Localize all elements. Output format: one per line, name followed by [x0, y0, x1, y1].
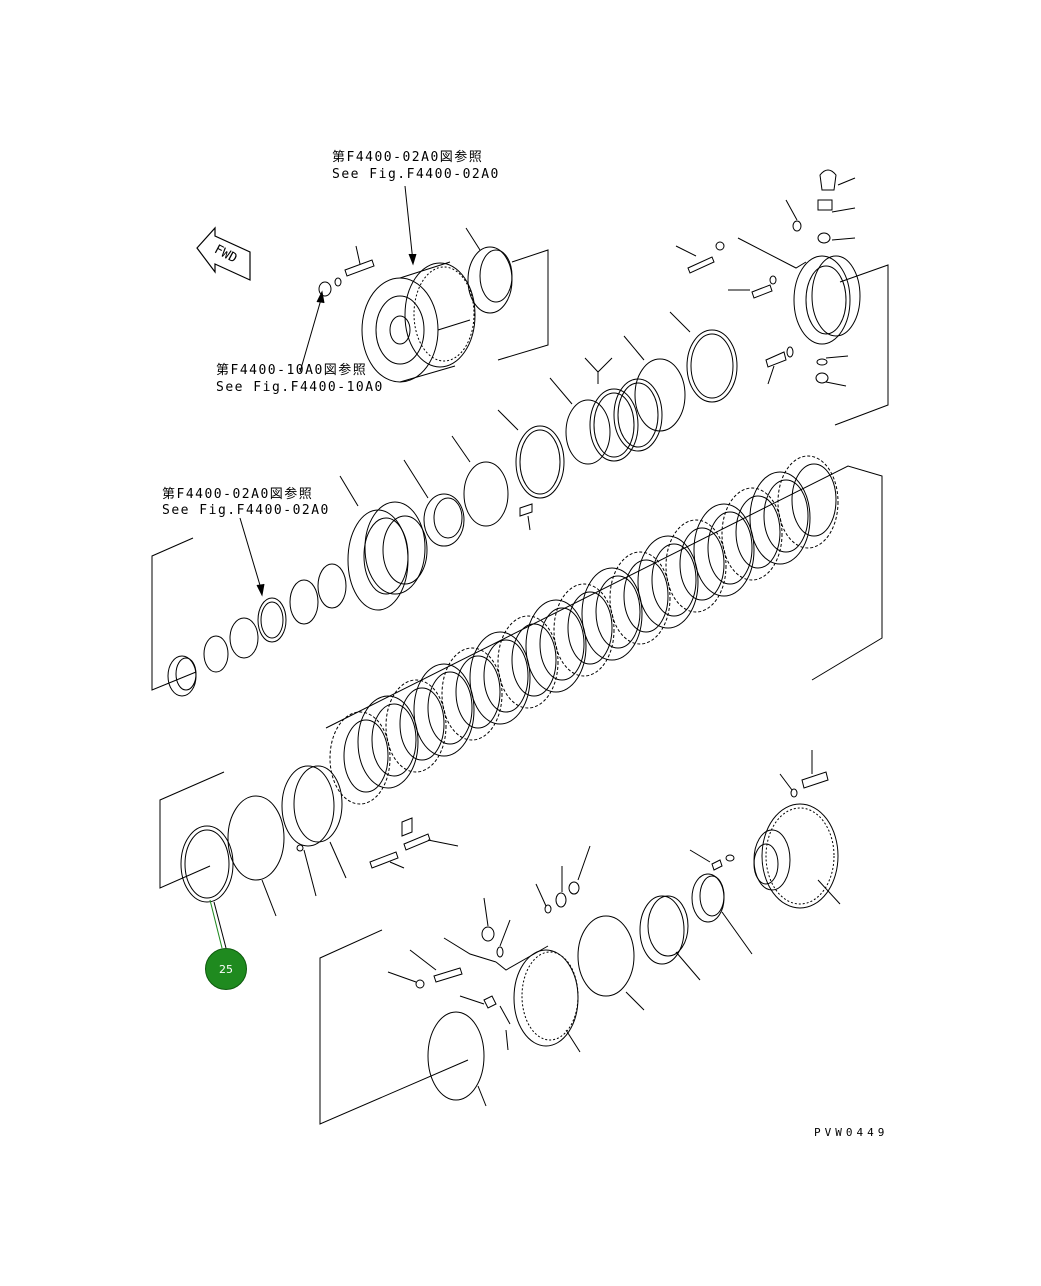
- piston-seals: [181, 766, 458, 948]
- clutch-plate: [722, 488, 782, 580]
- clutch-plate: [330, 712, 390, 804]
- reference-note-jp: 第F4400-02A0図参照: [332, 150, 484, 165]
- bolt: [345, 246, 374, 276]
- clutch-plate-stack: [330, 456, 838, 804]
- callout-number: 25: [219, 962, 233, 976]
- clutch-plate-inner: [652, 544, 696, 616]
- reference-leader: [240, 518, 262, 592]
- clutch-plate: [666, 520, 726, 612]
- clutch-plate-inner: [540, 608, 584, 680]
- nut: [319, 282, 331, 296]
- drawing-number: PVW0449: [814, 1126, 889, 1139]
- clutch-plate-inner: [596, 576, 640, 648]
- clutch-plate-inner: [512, 624, 556, 696]
- clutch-plate: [610, 552, 670, 644]
- group-bracket: [498, 250, 548, 360]
- leader-arrowhead: [257, 584, 264, 595]
- clutch-plate: [554, 584, 614, 676]
- clutch-plate-inner: [708, 512, 752, 584]
- seal-rings: [452, 312, 737, 530]
- group-bracket: [160, 772, 224, 888]
- clutch-plate-inner: [400, 688, 444, 760]
- clutch-plate-inner: [764, 480, 808, 552]
- plate-stack-bracket: [326, 466, 882, 728]
- snap-rings: [168, 564, 346, 696]
- clutch-plate-inner: [428, 672, 472, 744]
- reference-note-en: See Fig.F4400-02A0: [332, 167, 500, 182]
- reference-note-jp: 第F4400-10A0図参照: [216, 363, 368, 378]
- clutch-plate-inner: [344, 720, 388, 792]
- reference-note-jp: 第F4400-02A0図参照: [162, 487, 314, 502]
- clutch-case: [794, 256, 860, 344]
- clutch-plate-inner: [568, 592, 612, 664]
- clutch-plate-inner: [372, 704, 416, 776]
- leader-arrowhead: [409, 254, 416, 264]
- clutch-plate-inner: [624, 560, 668, 632]
- fittings: [676, 170, 855, 386]
- clutch-plate: [386, 680, 446, 772]
- clutch-plate-inner: [456, 656, 500, 728]
- clutch-plate: [526, 600, 586, 692]
- reference-leader: [300, 296, 322, 372]
- lower-case: [388, 898, 580, 1106]
- clutch-plate-inner: [680, 528, 724, 600]
- clutch-plate: [750, 472, 810, 564]
- callout-leader: [210, 900, 222, 948]
- fwd-arrow-icon: FWD: [197, 228, 250, 280]
- carrier-housing: [362, 262, 475, 382]
- ring-gear-group: [536, 750, 840, 1010]
- clutch-plate: [694, 504, 754, 596]
- clutch-plate: [498, 616, 558, 708]
- clutch-plate: [778, 456, 838, 548]
- clutch-plate-inner: [484, 640, 528, 712]
- part-callout-button[interactable]: 25: [205, 948, 247, 990]
- clutch-plate: [582, 568, 642, 660]
- clutch-plate-inner: [736, 496, 780, 568]
- reference-note-en: See Fig.F4400-02A0: [162, 503, 330, 518]
- clutch-plate-inner: [792, 464, 836, 536]
- bearing: [466, 228, 512, 313]
- group-bracket: [152, 538, 196, 690]
- group-bracket: [320, 930, 468, 1124]
- group-bracket: [835, 265, 888, 425]
- hub-gear: [340, 460, 464, 610]
- reference-note-en: See Fig.F4400-10A0: [216, 380, 384, 395]
- clutch-plate: [638, 536, 698, 628]
- clutch-plate: [470, 632, 530, 724]
- washer: [335, 278, 341, 286]
- reference-leader: [405, 186, 413, 262]
- clutch-plate: [414, 664, 474, 756]
- clutch-plate: [442, 648, 502, 740]
- clutch-plate: [358, 696, 418, 788]
